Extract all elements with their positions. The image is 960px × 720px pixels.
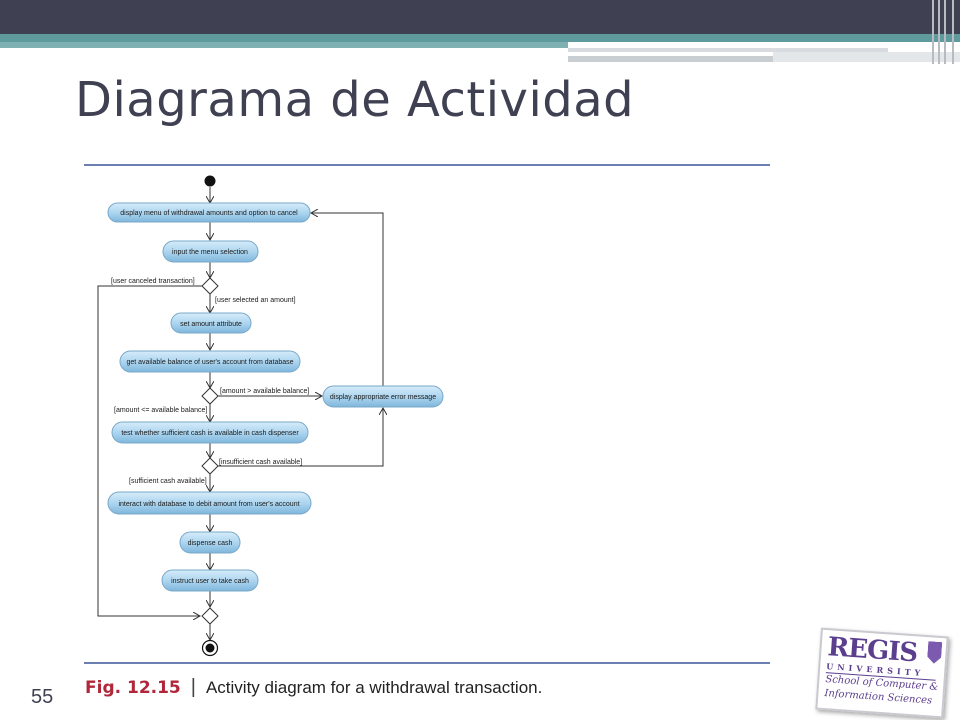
action-debit-amount — [107, 491, 312, 515]
header-decoration — [930, 0, 960, 64]
regis-university-logo: REGIS UNIVERSITY School of Computer & In… — [815, 627, 949, 719]
guard-label: [amount > available balance] — [220, 388, 309, 395]
action-display-menu — [107, 202, 311, 223]
decision-node-cash — [201, 457, 219, 475]
slide-number: 55 — [31, 686, 54, 708]
action-label: get available balance of user's account … — [126, 359, 293, 366]
guard-label: [insufficient cash available] — [219, 459, 302, 466]
action-label: display menu of withdrawal amounts and o… — [120, 210, 298, 217]
merge-node-end — [201, 607, 219, 625]
header-stripe-light — [0, 42, 568, 48]
header-bar — [0, 0, 960, 34]
guard-label: [amount <= available balance] — [114, 407, 207, 414]
action-label: set amount attribute — [180, 321, 242, 328]
action-label: dispense cash — [188, 540, 233, 547]
action-get-balance — [119, 350, 301, 373]
final-node — [201, 639, 219, 657]
action-label: instruct user to take cash — [171, 578, 249, 585]
action-label: test whether sufficient cash is availabl… — [121, 430, 299, 437]
shield-icon — [927, 641, 943, 664]
action-set-amount — [170, 312, 252, 334]
figure-caption: Fig. 12.15 | Activity diagram for a with… — [85, 676, 542, 699]
action-dispense-cash — [179, 531, 241, 554]
action-label: display appropriate error message — [330, 394, 436, 401]
decision-node-balance — [201, 387, 219, 405]
guard-label: [user selected an amount] — [215, 297, 296, 304]
initial-node — [204, 175, 216, 187]
action-error-message — [322, 385, 444, 408]
figure-number: Fig. 12.15 — [85, 678, 181, 698]
action-label: interact with database to debit amount f… — [118, 501, 299, 508]
header-stripe-grey — [568, 48, 888, 52]
slide-title: Diagrama de Actividad — [75, 72, 635, 128]
caption-text: Activity diagram for a withdrawal transa… — [205, 678, 543, 697]
guard-label: [user canceled transaction] — [111, 278, 195, 285]
decision-node-selection — [201, 277, 219, 295]
header-stripe-grey-2 — [568, 56, 773, 62]
action-instruct-user — [161, 569, 259, 592]
guard-label: [sufficient cash available] — [129, 478, 207, 485]
figure-top-rule — [84, 164, 770, 166]
header-stripe — [0, 34, 960, 42]
header-stripe-grey-3 — [773, 52, 960, 62]
action-label: input the menu selection — [172, 249, 248, 256]
action-input-selection — [162, 240, 259, 263]
figure-bottom-rule — [84, 662, 770, 664]
caption-separator: | — [190, 676, 196, 698]
action-test-cash — [111, 421, 309, 444]
